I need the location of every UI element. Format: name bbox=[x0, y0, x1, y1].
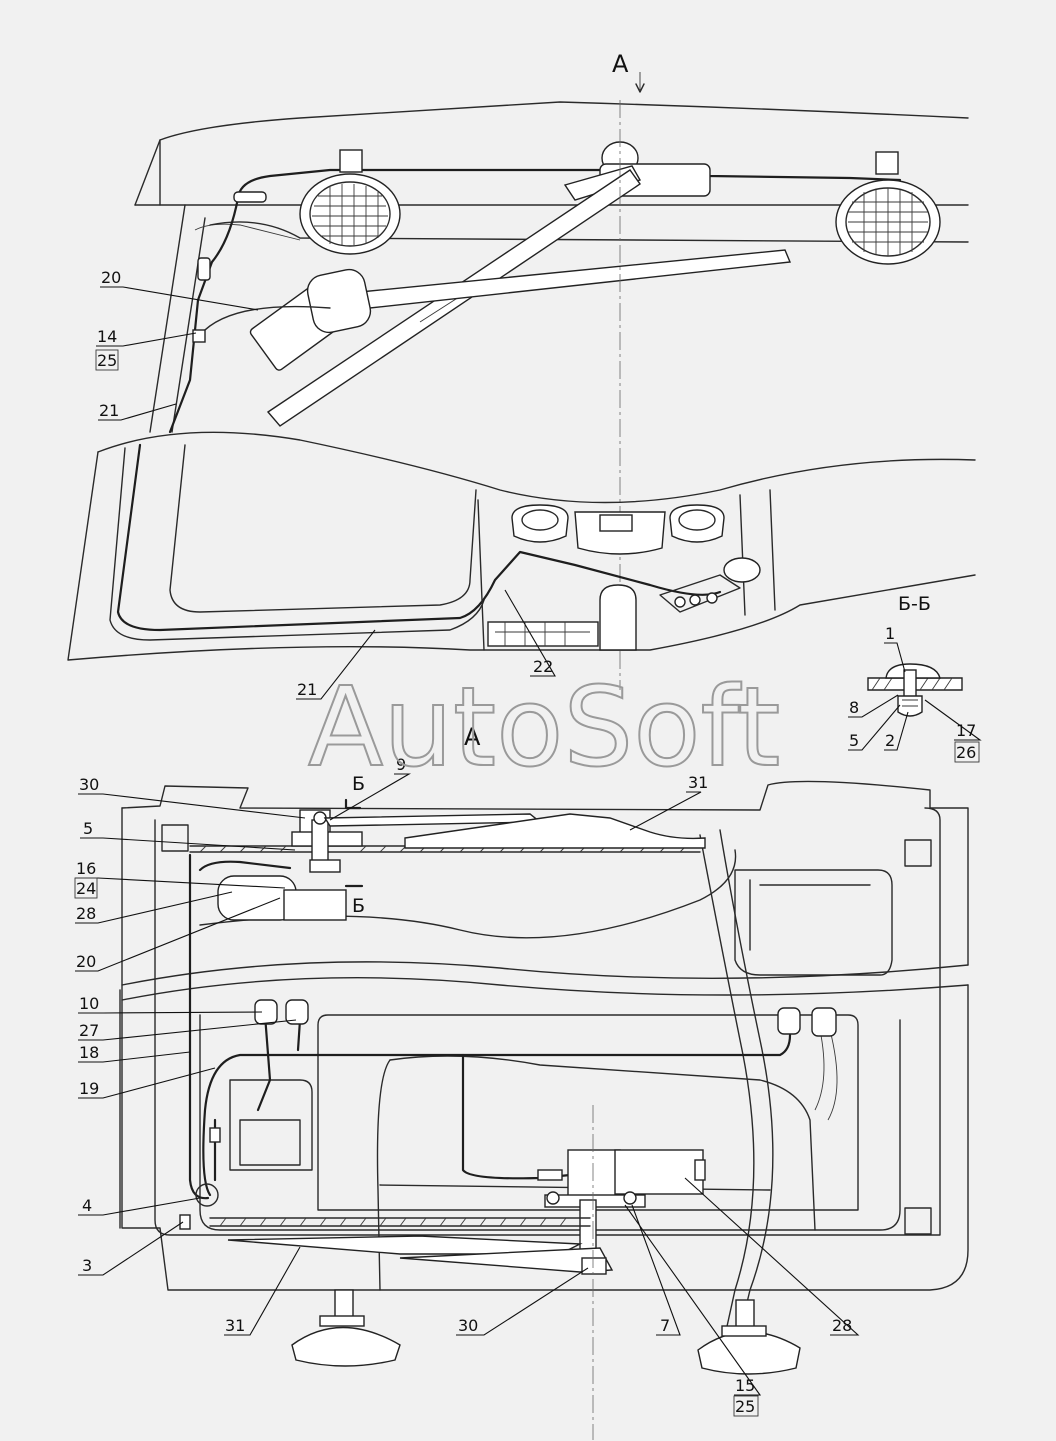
upper-wiper-blade bbox=[404, 813, 706, 849]
callout-top-22: 22 bbox=[533, 657, 553, 676]
callout-27: 27 bbox=[79, 1021, 99, 1040]
dashboard bbox=[477, 489, 776, 651]
right-panel bbox=[734, 869, 893, 976]
watermark: AutoSoft bbox=[308, 663, 780, 791]
cut-line-2 bbox=[121, 961, 969, 986]
callout-16: 16 bbox=[76, 859, 96, 878]
callout-31: 31 bbox=[688, 773, 708, 792]
main-harness bbox=[202, 1033, 792, 1197]
work-light-left bbox=[299, 149, 401, 255]
callout-top-20: 20 bbox=[101, 268, 121, 287]
callout-28b: 28 bbox=[832, 1316, 852, 1335]
washer-motor-bottom bbox=[217, 875, 347, 921]
view-a-bottom-label: А bbox=[464, 723, 481, 751]
callout-5: 5 bbox=[83, 819, 93, 838]
section-bb bbox=[867, 663, 963, 717]
wiper-bracket-top bbox=[291, 809, 363, 873]
connector-27 bbox=[285, 999, 309, 1025]
callout-sec-26: 26 bbox=[956, 743, 976, 762]
callout-30b: 30 bbox=[458, 1316, 478, 1335]
door-harness bbox=[116, 443, 722, 632]
callout-top-21b: 21 bbox=[297, 680, 317, 699]
section-bb-title: Б-Б bbox=[898, 593, 931, 615]
view-a-top-label: А bbox=[612, 50, 629, 78]
labels: А А Б-Б Б Б 20 14 25 21 22 21 1 8 5 2 17… bbox=[74, 50, 980, 1417]
callout-19: 19 bbox=[79, 1079, 99, 1098]
callout-30: 30 bbox=[79, 775, 99, 794]
callout-top-25: 25 bbox=[97, 351, 117, 370]
pillar-harness bbox=[168, 196, 240, 434]
lower-seal-hatch bbox=[219, 1217, 567, 1227]
callout-18: 18 bbox=[79, 1043, 99, 1062]
callout-4: 4 bbox=[82, 1196, 92, 1215]
left-pillar bbox=[149, 204, 186, 433]
callout-25b: 25 bbox=[735, 1397, 755, 1416]
frame-outer bbox=[121, 807, 969, 1291]
callout-3: 3 bbox=[82, 1256, 92, 1275]
lower-wiper-arm bbox=[399, 1247, 614, 1273]
callout-24: 24 bbox=[76, 879, 96, 898]
callout-sec-1: 1 bbox=[885, 624, 895, 643]
lamp-right bbox=[697, 1299, 801, 1375]
section-mark-1: Б bbox=[352, 773, 365, 795]
callout-20: 20 bbox=[76, 952, 96, 971]
roof-outline bbox=[134, 101, 969, 206]
callout-28: 28 bbox=[76, 904, 96, 923]
callout-15: 15 bbox=[735, 1376, 755, 1395]
callout-10: 10 bbox=[79, 994, 99, 1013]
callout-top-14: 14 bbox=[97, 327, 117, 346]
work-light-right bbox=[835, 151, 941, 265]
callout-top-21: 21 bbox=[99, 401, 119, 420]
door-window bbox=[169, 444, 477, 613]
callout-sec-2: 2 bbox=[885, 731, 895, 750]
callout-sec-17: 17 bbox=[956, 721, 976, 740]
hose-1 bbox=[719, 829, 774, 1341]
glass-cut-top bbox=[97, 431, 976, 504]
left-harness bbox=[188, 853, 210, 1200]
callout-sec-8: 8 bbox=[849, 698, 859, 717]
callout-9: 9 bbox=[396, 755, 406, 774]
bottom-view bbox=[119, 780, 969, 1440]
wiper-blade bbox=[358, 249, 792, 309]
callout-7: 7 bbox=[660, 1316, 670, 1335]
rear-window bbox=[317, 1014, 859, 1211]
glass-cut-bottom bbox=[67, 451, 976, 661]
top-view bbox=[67, 72, 976, 690]
rear-wiper-motor bbox=[537, 1149, 706, 1271]
callout-sec-5: 5 bbox=[849, 731, 859, 750]
callout-31b: 31 bbox=[225, 1316, 245, 1335]
lamp-left bbox=[291, 1289, 401, 1367]
section-mark-2: Б bbox=[352, 895, 365, 917]
